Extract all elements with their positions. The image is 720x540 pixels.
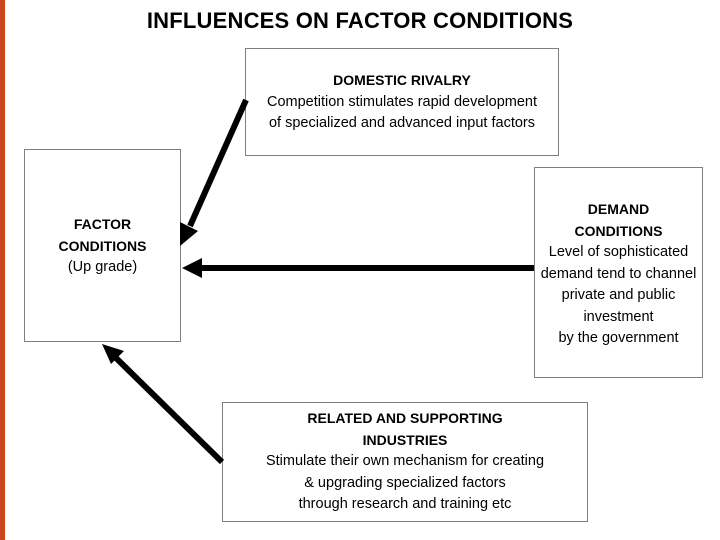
arrow-related-to-factor bbox=[102, 344, 225, 465]
demand-heading-line-1: DEMAND bbox=[587, 201, 650, 217]
factor-conditions-box: FACTOR CONDITIONS (Up grade) bbox=[24, 149, 181, 342]
factor-subtitle: (Up grade) bbox=[67, 259, 138, 275]
rivalry-heading: DOMESTIC RIVALRY bbox=[333, 72, 471, 88]
related-heading-line-1: RELATED AND SUPPORTING bbox=[307, 410, 503, 426]
page-title: INFLUENCES ON FACTOR CONDITIONS bbox=[146, 8, 574, 33]
demand-conditions-box: DEMAND CONDITIONS Level of sophisticated… bbox=[534, 167, 703, 378]
related-text-line-2: & upgrading specialized factors bbox=[304, 474, 506, 491]
demand-text-line-5: by the government bbox=[558, 330, 679, 346]
factor-heading-line-2: CONDITIONS bbox=[58, 237, 147, 254]
arrow-demand-to-factor bbox=[182, 258, 534, 278]
related-supporting-industries-box: RELATED AND SUPPORTING INDUSTRIES Stimul… bbox=[222, 402, 588, 522]
demand-text-line-2: demand tend to channel bbox=[540, 265, 697, 282]
left-accent-bar bbox=[0, 0, 5, 540]
related-heading-line-2: INDUSTRIES bbox=[362, 431, 448, 448]
domestic-rivalry-box: DOMESTIC RIVALRY Competition stimulates … bbox=[245, 48, 559, 156]
factor-heading-line-1: FACTOR bbox=[73, 216, 132, 232]
demand-heading-line-2: CONDITIONS bbox=[574, 222, 663, 239]
related-text-line-3: through research and training etc bbox=[298, 496, 512, 512]
demand-text-line-3: private and public bbox=[561, 287, 676, 303]
rivalry-text-line-2: of specialized and advanced input factor… bbox=[268, 115, 535, 131]
demand-text-line-1: Level of sophisticated bbox=[548, 244, 689, 260]
rivalry-text-line-1: Competition stimulates rapid development bbox=[267, 93, 537, 110]
arrow-rivalry-to-factor bbox=[180, 98, 249, 246]
demand-text-line-4: investment bbox=[583, 308, 654, 325]
related-text-line-1: Stimulate their own mechanism for creati… bbox=[265, 453, 545, 469]
